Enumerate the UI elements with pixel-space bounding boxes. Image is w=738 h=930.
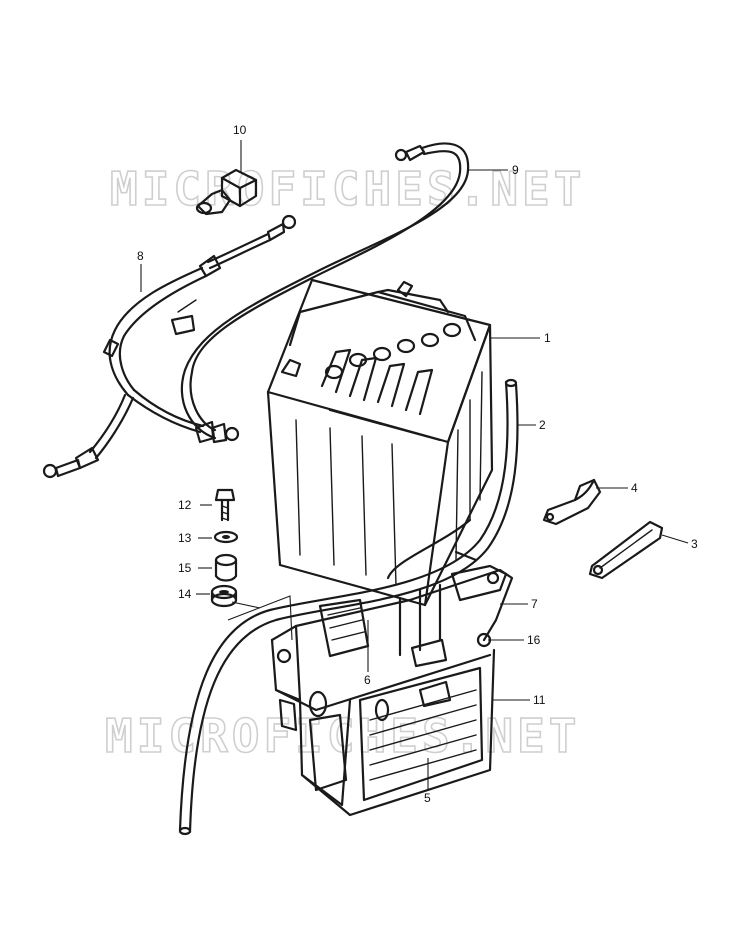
callout-7: 7 [531,597,538,611]
callout-13: 13 [178,531,192,545]
spacer-part[interactable] [214,553,238,582]
ground-cable-part[interactable] [42,214,297,479]
callout-4: 4 [631,481,638,495]
battery-part[interactable] [266,278,494,607]
callout-2: 2 [539,418,546,432]
callout-14: 14 [178,587,192,601]
washer-part[interactable] [213,530,239,544]
callout-6: 6 [364,673,371,687]
breather-tube-part[interactable] [178,378,519,836]
battery-lead-part[interactable] [180,142,470,444]
mounting-guide-line [227,595,293,641]
callout-11: 11 [533,693,546,707]
cushion-part[interactable] [210,584,238,608]
callout-8: 8 [137,249,144,263]
mounting-bolt-part[interactable] [214,488,236,522]
battery-strap-part[interactable] [588,520,664,580]
leader-lines [140,140,689,790]
callout-15: 15 [178,561,192,575]
callout-12: 12 [178,498,192,512]
callout-5: 5 [424,791,431,805]
mounting-guide-line [231,601,261,609]
terminal-cap-part[interactable] [195,168,258,216]
callout-16: 16 [527,633,541,647]
callout-3: 3 [691,537,698,551]
callout-9: 9 [512,163,519,177]
tube-clamp-part[interactable] [542,478,602,526]
battery-holder-part[interactable] [270,550,514,817]
callout-1: 1 [544,331,551,345]
callout-10: 10 [233,123,247,137]
